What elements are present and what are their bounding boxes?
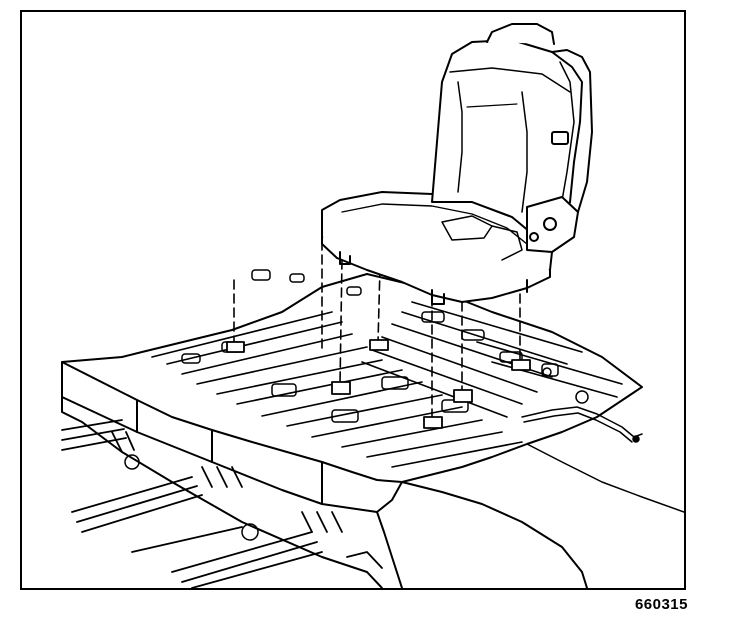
illustration-frame <box>20 10 686 590</box>
seat-floor-illustration <box>61 23 684 588</box>
lower-floor-channels <box>61 419 383 588</box>
alignment-lines <box>233 226 521 418</box>
seat-assembly <box>321 23 593 305</box>
floor-pan <box>61 273 684 588</box>
wiring-harness <box>521 406 643 443</box>
floor-anchors <box>226 339 531 429</box>
figure-id: 660315 <box>634 596 688 613</box>
floor-slots <box>124 269 589 541</box>
